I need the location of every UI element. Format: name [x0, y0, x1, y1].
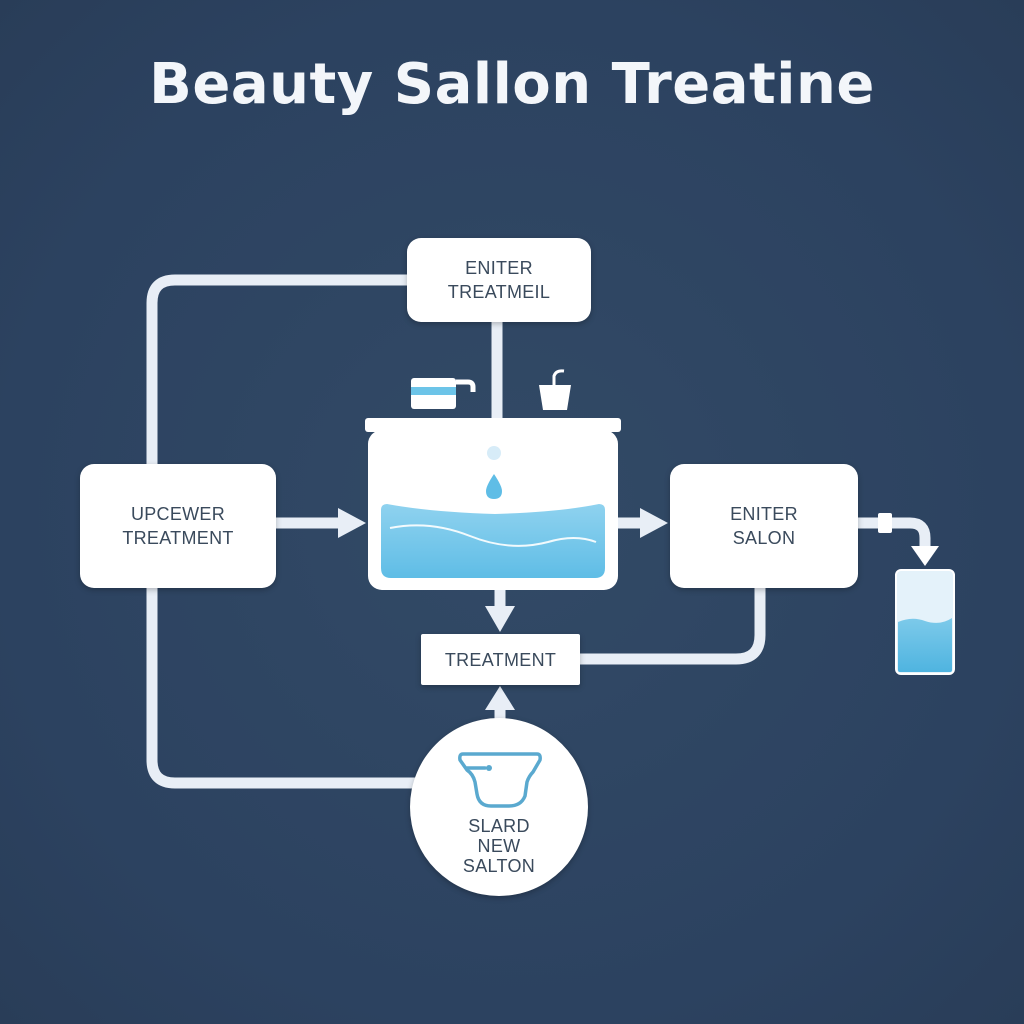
pipe-icon: [878, 513, 939, 566]
water-glass-icon: [895, 569, 955, 675]
circle-label-line3: SALTON: [462, 856, 536, 876]
water-drop-icon: [486, 446, 502, 499]
node-enter-treatment-line1: ENITER: [465, 258, 533, 278]
basin-icon: [365, 418, 621, 590]
connector-top-loop: [146, 274, 414, 470]
node-enter-salon-line2: SALON: [732, 528, 796, 548]
circle-label-line1: SLARD: [468, 816, 530, 836]
node-upcewer-line2: TREATMENT: [122, 528, 234, 548]
arrow-head-treatment-top: [485, 606, 515, 632]
connector-bottom-loop: [146, 582, 421, 789]
connector-enter-salon-to-treatment: [580, 588, 766, 665]
node-enter-treatment: ENITER TREATMEIL: [407, 238, 591, 322]
hair-clip-icon: [458, 752, 542, 808]
faucet-icon: [411, 378, 476, 409]
water-wave: [389, 524, 597, 547]
node-treatment: TREATMENT: [421, 634, 580, 685]
node-enter-salon: ENITER SALON: [670, 464, 858, 588]
node-upcewer-line1: UPCEWER: [130, 504, 226, 524]
node-enter-treatment-line2: TREATMEIL: [447, 282, 551, 302]
node-upcewer-treatment: UPCEWER TREATMENT: [80, 464, 276, 588]
node-enter-salon-line1: ENITER: [730, 504, 798, 524]
node-slard-new-salton-label: SLARD NEW SALTON: [410, 816, 588, 876]
arrow-head-upcewer: [338, 508, 366, 538]
arrow-head-enter-salon: [640, 508, 668, 538]
circle-label-line2: NEW: [477, 836, 521, 856]
cup-icon: [539, 369, 571, 410]
arrow-head-treatment-bottom: [485, 686, 515, 710]
node-treatment-label: TREATMENT: [444, 649, 557, 670]
diagram-title: Beauty Sallon Treatine: [149, 52, 875, 117]
